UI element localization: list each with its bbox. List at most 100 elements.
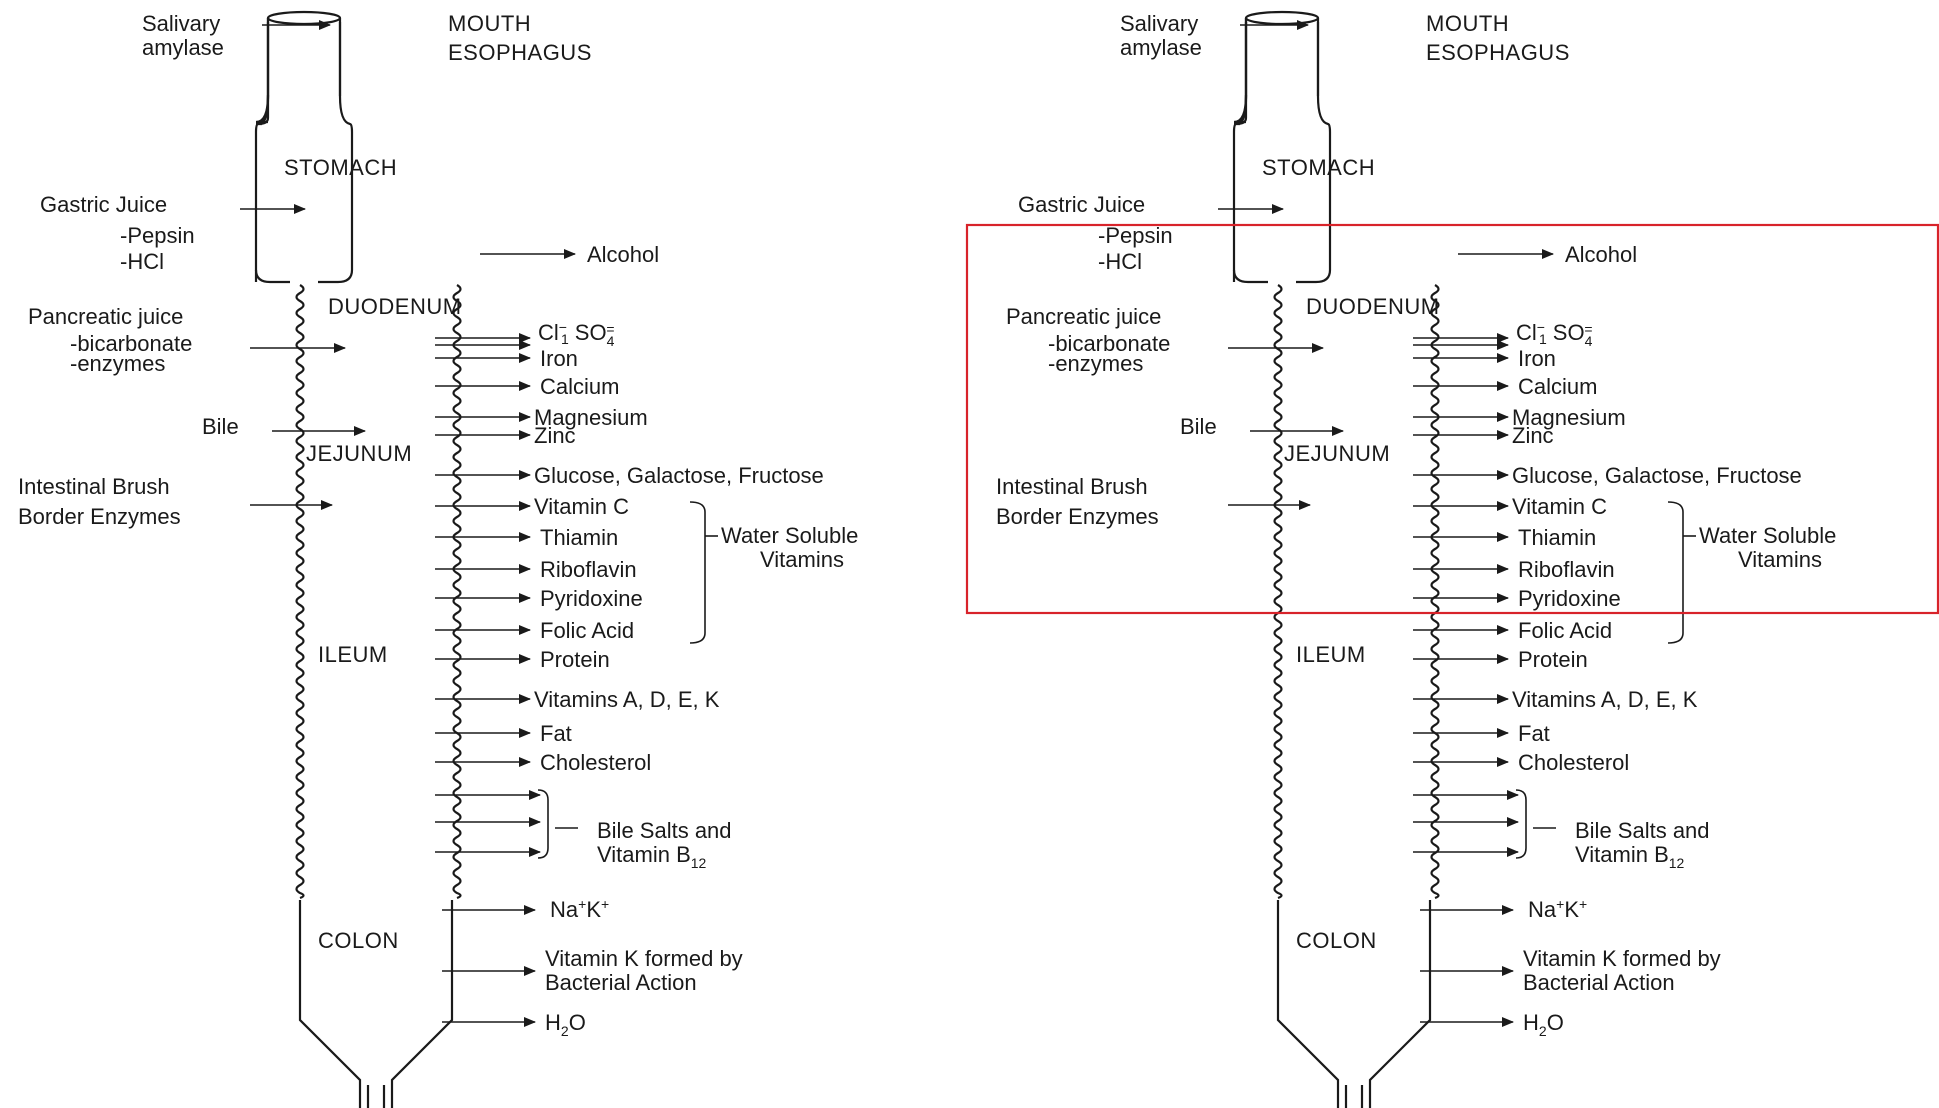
absorbed-riboflavin-label: Riboflavin <box>1518 557 1615 582</box>
absorbed-zinc-label: Zinc <box>534 423 576 448</box>
secretion-hcl-label: -HCl <box>120 249 164 274</box>
water-soluble-vitamins-label-2: Vitamins <box>760 547 844 572</box>
absorbed-iron-label: Iron <box>540 346 578 371</box>
secretion-pancreatic-juice-label: Pancreatic juice <box>28 304 183 329</box>
organ-label-stomach: STOMACH <box>1262 155 1375 180</box>
esophagus-opening <box>268 12 340 24</box>
absorbed-vitamins-adek-label: Vitamins A, D, E, K <box>534 687 720 712</box>
secretion-enzymes-label: -enzymes <box>70 351 165 376</box>
vitamin-k-label: Vitamin K formed by <box>545 946 743 971</box>
absorbed-alcohol-label: Alcohol <box>587 242 659 267</box>
secretion-bile-label: Bile <box>1180 414 1217 439</box>
digestive-diagram-left: MOUTH ESOPHAGUS STOMACH DUODENUM JEJUNUM ILEU… <box>18 11 858 1108</box>
absorbed-riboflavin-label: Riboflavin <box>540 557 637 582</box>
absorbed-thiamin-label: Thiamin <box>540 525 618 550</box>
organ-label-ileum: ILEUM <box>318 642 388 667</box>
secretion-brush-border-label-2: Border Enzymes <box>996 504 1159 529</box>
colon-wall-right <box>392 900 452 1108</box>
absorbed-zinc-label: Zinc <box>1512 423 1554 448</box>
absorbed-fat-label: Fat <box>1518 721 1550 746</box>
absorbed-pyridoxine-label: Pyridoxine <box>540 586 643 611</box>
stomach-body-left <box>256 96 290 282</box>
secretion-brush-border-label: Intestinal Brush <box>996 474 1148 499</box>
organ-label-mouth: MOUTH <box>1426 11 1509 36</box>
secretion-salivary-label: Salivary <box>142 11 220 36</box>
water-soluble-vitamins-label-2: Vitamins <box>1738 547 1822 572</box>
water-soluble-vitamins-label: Water Soluble <box>1699 523 1836 548</box>
secretion-gastric-juice-label: Gastric Juice <box>1018 192 1145 217</box>
secretion-amylase-label: amylase <box>1120 35 1202 60</box>
small-intestine-wall-left <box>1275 285 1282 898</box>
organ-label-esophagus: ESOPHAGUS <box>1426 40 1570 65</box>
tube-wall-left-upper <box>1234 18 1246 122</box>
organ-label-ileum: ILEUM <box>1296 642 1366 667</box>
secretion-brush-border-label: Intestinal Brush <box>18 474 170 499</box>
secretion-pepsin-label: -Pepsin <box>1098 223 1173 248</box>
organ-label-duodenum: DUODENUM <box>1306 294 1440 319</box>
secretion-gastric-juice-label: Gastric Juice <box>40 192 167 217</box>
bile-salts-label: Bile Salts and <box>597 818 732 843</box>
stomach-body-right <box>318 22 352 282</box>
absorbed-protein-label: Protein <box>540 647 610 672</box>
absorbed-pyridoxine-label: Pyridoxine <box>1518 586 1621 611</box>
organ-label-jejunum: JEJUNUM <box>1284 441 1390 466</box>
organ-label-stomach: STOMACH <box>284 155 397 180</box>
absorbed-alcohol-label: Alcohol <box>1565 242 1637 267</box>
absorbed-fat-label: Fat <box>540 721 572 746</box>
secretion-pepsin-label: -Pepsin <box>120 223 195 248</box>
organ-label-colon: COLON <box>318 928 399 953</box>
secretion-amylase-label: amylase <box>142 35 224 60</box>
small-intestine-wall-right <box>1432 285 1439 898</box>
colon-wall-right <box>1370 900 1430 1108</box>
tube-wall-left-upper <box>256 18 268 122</box>
water-soluble-bracket <box>1668 502 1683 643</box>
absorbed-thiamin-label: Thiamin <box>1518 525 1596 550</box>
absorbed-sugars-label: Glucose, Galactose, Fructose <box>534 463 824 488</box>
small-intestine-wall-right <box>454 285 461 898</box>
absorbed-iron-label: Iron <box>1518 346 1556 371</box>
absorbed-calcium-label: Calcium <box>540 374 619 399</box>
absorbed-cholesterol-label: Cholesterol <box>1518 750 1629 775</box>
absorbed-na-k-label: Na+K+ <box>1528 896 1587 922</box>
absorbed-protein-label: Protein <box>1518 647 1588 672</box>
absorbed-vitamin-c-label: Vitamin C <box>1512 494 1607 519</box>
digestive-diagram-right: MOUTH ESOPHAGUS STOMACH DUODENUM JEJUNUM ILEU… <box>967 11 1938 1108</box>
stomach-body-left <box>1234 96 1268 282</box>
absorbed-vitamins-adek-label: Vitamins A, D, E, K <box>1512 687 1698 712</box>
esophagus-opening <box>1246 12 1318 24</box>
secretion-enzymes-label: -enzymes <box>1048 351 1143 376</box>
organ-label-jejunum: JEJUNUM <box>306 441 412 466</box>
stomach-body-right <box>1296 22 1330 282</box>
organ-label-duodenum: DUODENUM <box>328 294 462 319</box>
vitamin-b12-label: Vitamin B12 <box>1575 842 1685 871</box>
absorbed-h2o-label: H2O <box>1523 1010 1564 1039</box>
vitamin-k-label: Vitamin K formed by <box>1523 946 1721 971</box>
bile-salts-label: Bile Salts and <box>1575 818 1710 843</box>
absorbed-h2o-label: H2O <box>545 1010 586 1039</box>
secretion-bile-label: Bile <box>202 414 239 439</box>
organ-label-colon: COLON <box>1296 928 1377 953</box>
absorbed-cholesterol-label: Cholesterol <box>540 750 651 775</box>
secretion-brush-border-label-2: Border Enzymes <box>18 504 181 529</box>
small-intestine-wall-left <box>297 285 304 898</box>
secretion-pancreatic-juice-label: Pancreatic juice <box>1006 304 1161 329</box>
absorbed-vitamin-c-label: Vitamin C <box>534 494 629 519</box>
vitamin-k-label-2: Bacterial Action <box>1523 970 1675 995</box>
absorbed-sugars-label: Glucose, Galactose, Fructose <box>1512 463 1802 488</box>
vitamin-b12-label: Vitamin B12 <box>597 842 707 871</box>
absorbed-na-k-label: Na+K+ <box>550 896 609 922</box>
vitamin-k-label-2: Bacterial Action <box>545 970 697 995</box>
absorbed-folic-acid-label: Folic Acid <box>540 618 634 643</box>
water-soluble-bracket <box>690 502 705 643</box>
secretion-hcl-label: -HCl <box>1098 249 1142 274</box>
water-soluble-vitamins-label: Water Soluble <box>721 523 858 548</box>
organ-label-esophagus: ESOPHAGUS <box>448 40 592 65</box>
bile-salts-bracket <box>538 790 548 858</box>
bile-salts-bracket <box>1516 790 1526 858</box>
absorbed-calcium-label: Calcium <box>1518 374 1597 399</box>
secretion-salivary-label: Salivary <box>1120 11 1198 36</box>
organ-label-mouth: MOUTH <box>448 11 531 36</box>
